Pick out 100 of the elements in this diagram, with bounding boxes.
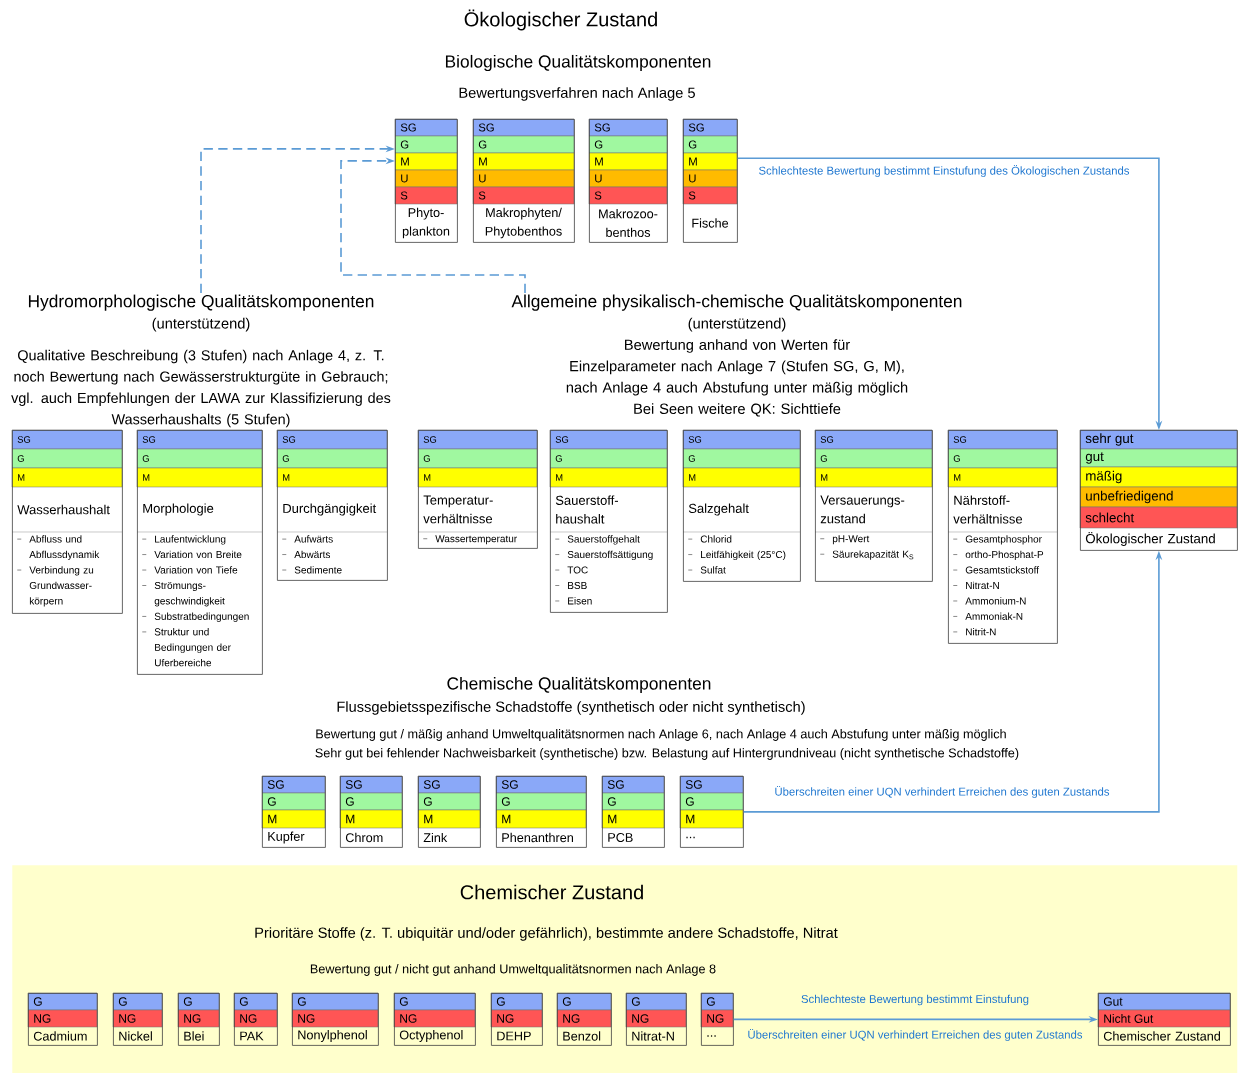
node-label: Variation von Breite — [154, 550, 242, 559]
parameter-name: Temperatur- verhältnisse — [423, 495, 493, 524]
parameter-name: DEHP — [497, 1031, 531, 1041]
rating-column — [490, 992, 543, 1046]
rating-column — [682, 429, 801, 582]
rating-column — [588, 118, 668, 243]
rating-column — [814, 429, 933, 582]
node-label: Laufentwicklung — [155, 535, 226, 545]
node-label: ortho-Phosphat-P — [965, 550, 1044, 561]
rating-column — [261, 775, 326, 848]
rating-column — [679, 775, 744, 848]
rating-column — [625, 992, 687, 1046]
bullet-list: Aufwärts Abwärts Sedimente — [282, 535, 342, 574]
node-label: BSB — [568, 581, 587, 590]
parameter-name: Salzgehalt — [688, 503, 749, 516]
grade-cell: NG — [27, 1009, 98, 1028]
grade-cell: M — [679, 809, 744, 829]
grade-cell: M — [549, 467, 668, 488]
grade-cell: M — [495, 809, 587, 829]
parameter-name: Durchgängigkeit — [283, 503, 377, 516]
rating-column — [11, 429, 123, 614]
rating-column — [112, 992, 163, 1046]
node-label: Eisen — [568, 597, 592, 605]
grade-cell: NG — [625, 1009, 687, 1028]
grade-cell: NG — [233, 1009, 278, 1028]
section-heading: Hydromorphologische Qualitätskomponenten (unterstützend) Qualitative Beschreibung (3 Stufen) nach Anlage 4, z. T. noch Bewertung nach Gewässerstrukturgüte in Gebrauch; vgl. auch Empfehlungen der LAWA zur Klassifizierung des Wasserhaushalts (5 Stufen) — [11, 294, 391, 428]
panel-heading: Chemischer Zustand — [460, 884, 643, 900]
grade-cell: M — [814, 467, 933, 488]
rating-column — [700, 992, 734, 1046]
parameter-name: Cadmium — [33, 1031, 87, 1041]
node-label: Gesamtphosphor — [965, 535, 1042, 545]
node-label: Ammoniak-N — [965, 612, 1023, 620]
grade-cell: M — [417, 467, 538, 488]
parameter-name: Sauerstoff- haushalt — [555, 495, 619, 524]
parameter-name: Fische — [692, 218, 729, 228]
grade-cell: NG — [700, 1009, 734, 1028]
grade-cell: S — [588, 186, 668, 205]
grade-cell: S — [394, 186, 458, 205]
bullet-list: Chlorid Leitfähigkeit (25°C) Sulfat — [688, 535, 786, 574]
node-label: TOC — [567, 566, 588, 574]
grade-cell: M — [11, 467, 123, 488]
section-heading: Allgemeine physikalisch-chemische Qualitätskomponenten (unterstützend) Bewertung anhand von Werten für Einzelparameter nach Anlage 7 (Stufen SG, G, M), nach Anlage 4 auch Abstufung unter mäßig möglich Bei Seen weitere QK: Sichttiefe — [511, 294, 962, 417]
grade-cell: M — [136, 467, 263, 488]
rating-column — [495, 775, 587, 848]
rating-column — [682, 118, 738, 243]
parameter-name: ... — [707, 1035, 716, 1037]
rating-column — [472, 118, 575, 243]
rating-column — [549, 429, 668, 613]
parameter-name: Makrophyten/ Phytobenthos — [485, 207, 562, 239]
rating-column — [1097, 992, 1231, 1046]
node-label: Sauerstoffgehalt — [567, 535, 640, 545]
parameter-name: Nonylphenol — [298, 1030, 367, 1042]
grade-cell: NG — [393, 1009, 476, 1028]
parameter-name: Phyto- plankton — [402, 207, 450, 239]
rating-column — [393, 992, 476, 1046]
grade-cell: gut — [1079, 448, 1238, 468]
rating-column — [601, 775, 665, 848]
node-label: Nitrat-N — [966, 581, 999, 590]
rating-column — [27, 992, 98, 1046]
grade-cell: NG — [556, 1009, 612, 1028]
grade-cell: M — [601, 809, 665, 829]
grade-cell: Nicht Gut — [1097, 1009, 1231, 1028]
parameter-name: Makrozoo- benthos — [599, 209, 658, 237]
node-label: Strömungs- geschwindigkeit — [154, 581, 225, 607]
grade-cell: unbefriedigend — [1079, 486, 1238, 508]
parameter-name: Chemischer Zustand — [1103, 1031, 1220, 1041]
rating-column — [394, 118, 458, 243]
bullet-list: Gesamtphosphor ortho-Phosphat-P Gesamtstickstoff Nitrat-N Ammonium-N Ammoniak-N Nitrit-N — [953, 535, 1044, 636]
bullet-list: Abfluss und Abflussdynamik Verbindung zu Grundwasser- körpern — [17, 535, 100, 607]
edge-label: Schlechteste Bewertung bestimmt Einstufung — [799, 993, 1031, 1007]
parameter-name: PCB — [608, 833, 633, 842]
section-title: Biologische Qualitätskomponenten — [443, 53, 713, 73]
node-label: Sauerstoffsättigung — [567, 550, 653, 561]
grade-cell: M — [276, 467, 388, 488]
grade-cell: S — [682, 186, 738, 205]
grade-cell: M — [417, 809, 481, 829]
parameter-name: Octyphenol — [399, 1030, 463, 1042]
section-title: Chemische Qualitätskomponenten — [445, 675, 713, 695]
bullet-list: pH-Wert Säurekapazität K$_{S}$ — [820, 535, 914, 560]
bullet-list: Wassertemperatur — [423, 535, 517, 545]
parameter-name: Blei — [184, 1031, 204, 1041]
parameter-name: Kupfer — [268, 831, 305, 844]
parameter-name: Zink — [423, 832, 448, 843]
bullet-list: Laufentwicklung Variation von Breite Variation von Tiefe Strömungs- geschwindigkeit Substratbedingungen Struktur und Bedingungen der Uferbereiche — [142, 535, 249, 667]
grade-cell: NG — [291, 1009, 379, 1028]
parameter-name: Morphologie — [143, 503, 214, 516]
grade-cell: M — [947, 467, 1058, 488]
rating-column — [276, 429, 388, 581]
grade-cell: M — [682, 467, 801, 488]
grade-cell: S — [472, 186, 575, 205]
grade-cell: NG — [490, 1009, 543, 1028]
node-label: Variation von Tiefe — [154, 566, 238, 574]
text-label: Bewertungsverfahren nach Anlage 5 — [457, 85, 697, 103]
arrow — [340, 157, 526, 294]
grade-cell: M — [339, 809, 403, 829]
edge-label: Schlechteste Bewertung bestimmt Einstufung des Ökologischen Zustands — [757, 163, 1131, 179]
panel-note: Bewertung gut / nicht gut anhand Umweltqualitätsnormen nach Anlage 8 — [310, 964, 716, 976]
parameter-name: Nitrat-N — [632, 1031, 674, 1041]
grade-cell: schlecht — [1079, 506, 1238, 529]
rating-column — [233, 992, 278, 1046]
